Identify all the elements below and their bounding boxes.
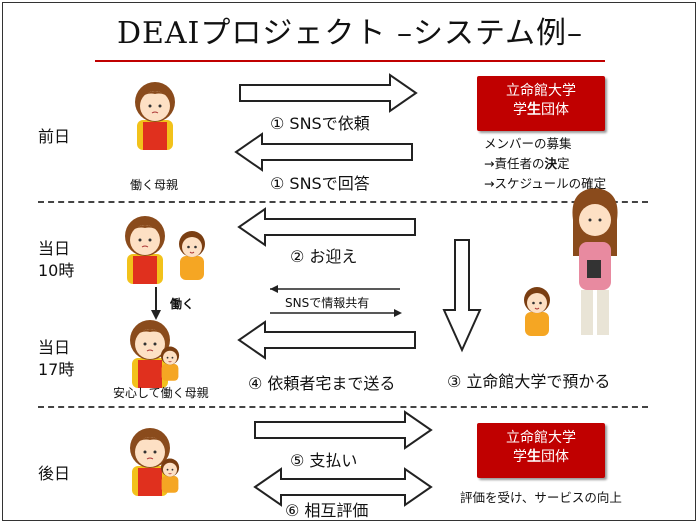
arrow-request	[239, 74, 417, 112]
step3-care-label: ③ 立命館大学で預かる	[447, 372, 611, 391]
student-org-box-top: 立命館大学 学生団体	[477, 76, 605, 131]
note-leader: →責任者の決定	[484, 156, 570, 171]
feedback-note: 評価を受け、サービスの向上	[460, 490, 622, 505]
title-underline	[95, 60, 605, 62]
student-org-box-bottom: 立命館大学 学生団体	[477, 423, 605, 478]
row-label-day-10: 当日 10時	[38, 239, 75, 280]
row-label-after-day: 後日	[38, 464, 71, 483]
org-type: 学生団体	[513, 449, 569, 465]
step5-payment-label: ⑤ 支払い	[290, 451, 358, 470]
working-label: 働く	[170, 297, 195, 311]
step1-request-label: ① SNSで依頼	[270, 114, 370, 133]
working-mother-label: 働く母親	[130, 178, 179, 192]
arrow-down-care	[442, 239, 482, 353]
note-members: メンバーの募集	[484, 136, 572, 151]
child-figure-10	[178, 230, 206, 281]
row-label-pre-day: 前日	[38, 127, 71, 146]
relieved-mother-label: 安心して働く母親	[113, 386, 209, 400]
arrow-return	[238, 321, 416, 359]
info-share-label: SNSで情報共有	[285, 296, 370, 310]
step1-reply-label: ① SNSで回答	[270, 174, 370, 193]
step4-return-label: ④ 依頼者宅まで送る	[248, 374, 396, 393]
arrow-payment	[254, 411, 432, 449]
org-tasks-note: メンバーの募集 →責任者の決定 →スケジュールの確定	[484, 134, 606, 194]
child-figure-care	[523, 286, 551, 337]
separator-1	[38, 201, 648, 203]
student-figure	[572, 188, 618, 335]
mother-figure-pre	[134, 81, 176, 151]
step2-pickup-label: ② お迎え	[290, 247, 358, 266]
org-name: 立命館大学	[506, 83, 576, 99]
arrow-pickup	[238, 208, 416, 246]
page-title: DEAIプロジェクト –システム例–	[116, 16, 584, 51]
note-schedule: →スケジュールの確定	[484, 176, 607, 191]
org-name: 立命館大学	[506, 430, 576, 446]
org-type: 学生団体	[513, 102, 569, 118]
arrow-reply	[235, 133, 413, 171]
arrow-review	[253, 467, 433, 507]
row-label-day-17: 当日 17時	[38, 338, 75, 379]
mother-figure-10	[124, 215, 166, 285]
separator-2	[38, 406, 648, 408]
step6-review-label: ⑥ 相互評価	[285, 501, 369, 520]
